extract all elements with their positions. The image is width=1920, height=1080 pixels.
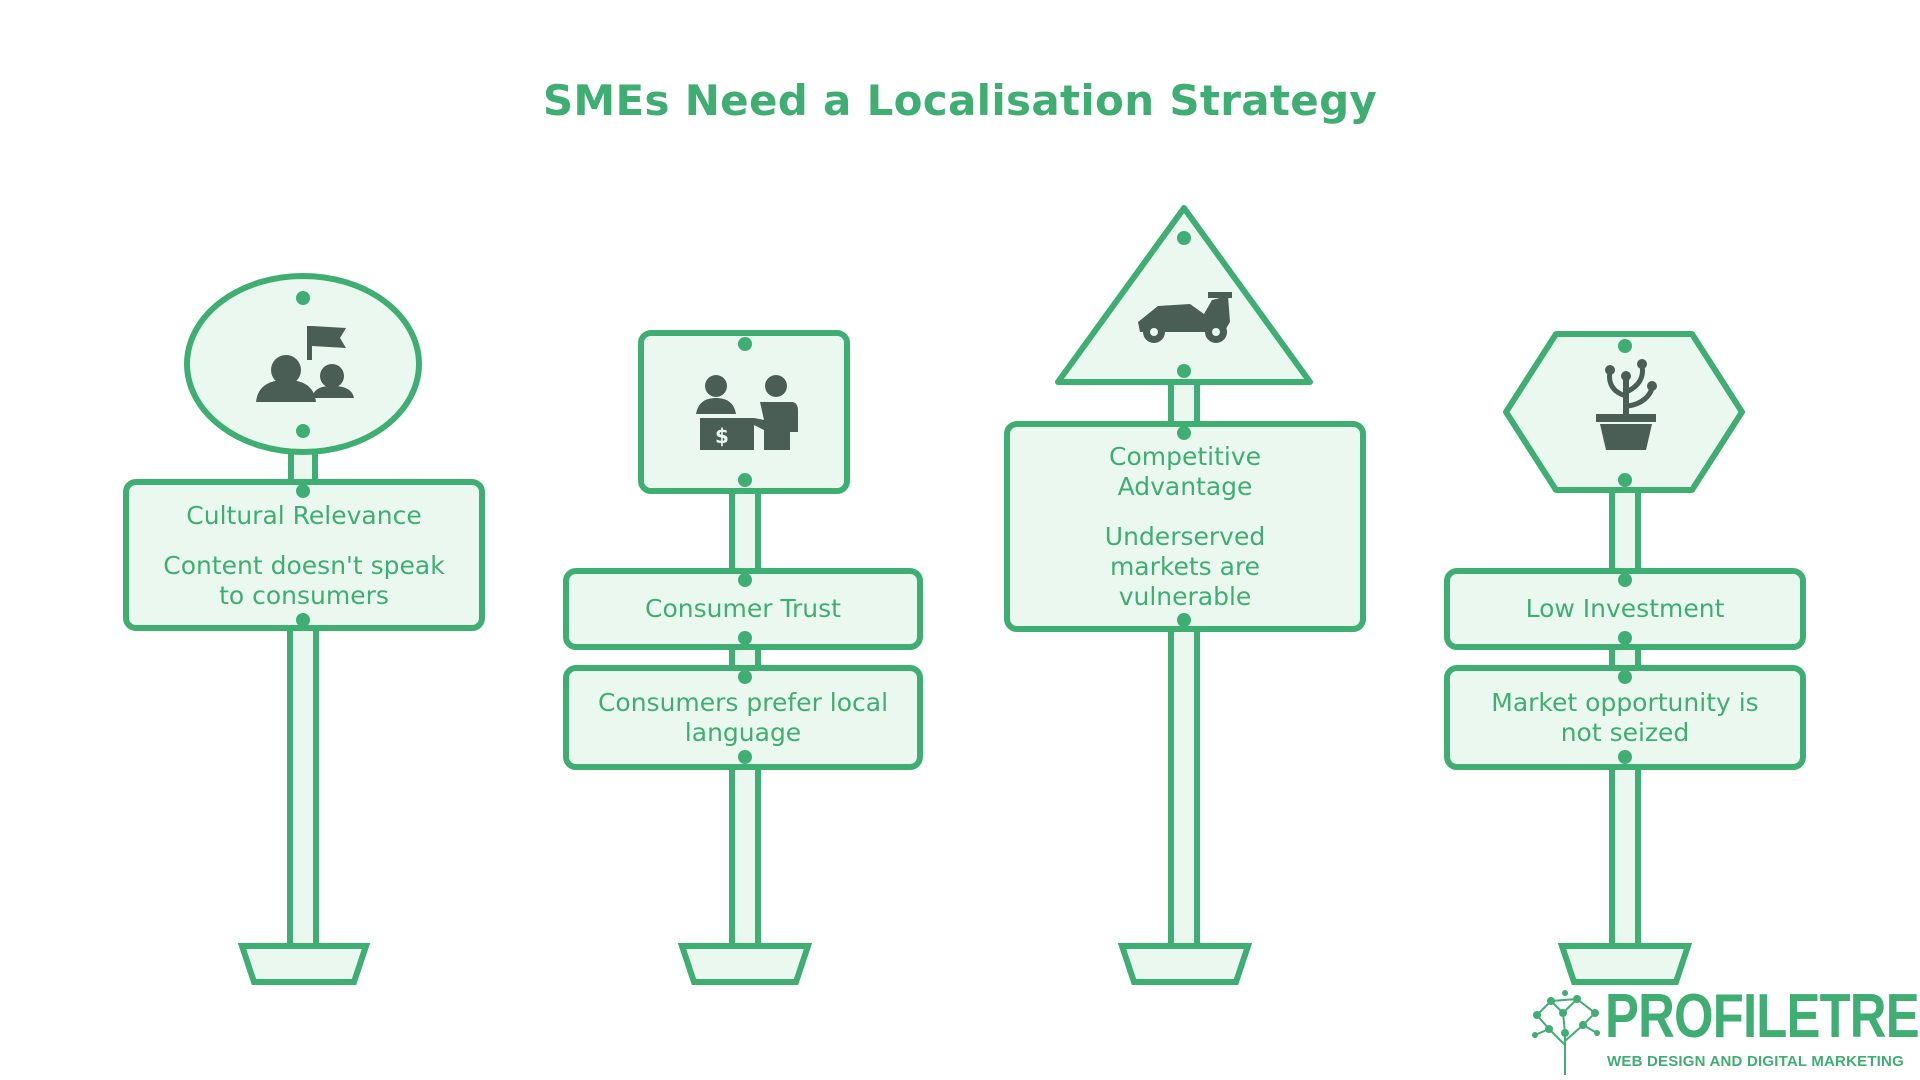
sign-heading: Competitive Advantage <box>1108 441 1262 501</box>
sign-heading: Low Investment <box>1525 594 1725 623</box>
profiletree-logo: PROFILETREE WEB DESIGN AND DIGITAL MARKE… <box>1525 985 1920 1080</box>
sign-text-low-investment-heading: Low Investment <box>1451 575 1799 643</box>
potted-plant-icon <box>1596 359 1657 450</box>
sign-body: Consumers prefer local language <box>597 687 889 747</box>
sign-heading: Consumer Trust <box>645 594 841 623</box>
sign-body: Market opportunity is not seized <box>1491 687 1759 747</box>
pole-base <box>237 943 371 985</box>
race-car-icon <box>1138 292 1232 343</box>
text-panel <box>123 479 485 631</box>
cashier-customer-icon: $ <box>696 375 798 450</box>
text-panel-bottom <box>563 665 923 770</box>
signpost-consumer-trust <box>563 330 923 985</box>
logo-tagline: WEB DESIGN AND DIGITAL MARKETING <box>1607 1053 1904 1070</box>
sign-text-consumer-trust-body: Consumers prefer local language <box>570 672 916 763</box>
sign-text-competitive-advantage: Competitive Advantage Underserved market… <box>1011 430 1359 623</box>
logo-wordmark: PROFILETREE <box>1605 982 1920 1051</box>
square-sign <box>638 330 850 494</box>
circle-sign <box>184 273 422 455</box>
text-panel <box>1004 421 1366 632</box>
text-panel-top <box>1444 568 1806 650</box>
sign-body: Content doesn't speak to consumers <box>163 551 445 610</box>
sign-text-cultural-relevance: Cultural Relevance Content doesn't speak… <box>130 488 478 624</box>
pole <box>287 617 319 953</box>
pole-base <box>1557 943 1693 985</box>
sign-text-consumer-trust-heading: Consumer Trust <box>570 575 916 643</box>
rivets <box>296 231 1632 764</box>
svg-text:$: $ <box>715 424 729 448</box>
page-title: SMEs Need a Localisation Strategy <box>542 76 1378 125</box>
sign-heading: Cultural Relevance <box>186 501 422 530</box>
text-panel-top <box>563 568 923 650</box>
people-flag-icon <box>256 326 354 402</box>
tree-logo-icon <box>1532 990 1600 1075</box>
pole-base <box>677 943 813 985</box>
sign-body: Underserved markets are vulnerable <box>1104 521 1266 611</box>
pole-base <box>1117 943 1253 985</box>
triangle-sign <box>1055 205 1313 385</box>
signpost-cultural-relevance <box>123 273 485 985</box>
signpost-competitive-advantage <box>1004 205 1366 985</box>
text-panel-bottom <box>1444 665 1806 770</box>
sign-text-low-investment-body: Market opportunity is not seized <box>1451 672 1799 763</box>
